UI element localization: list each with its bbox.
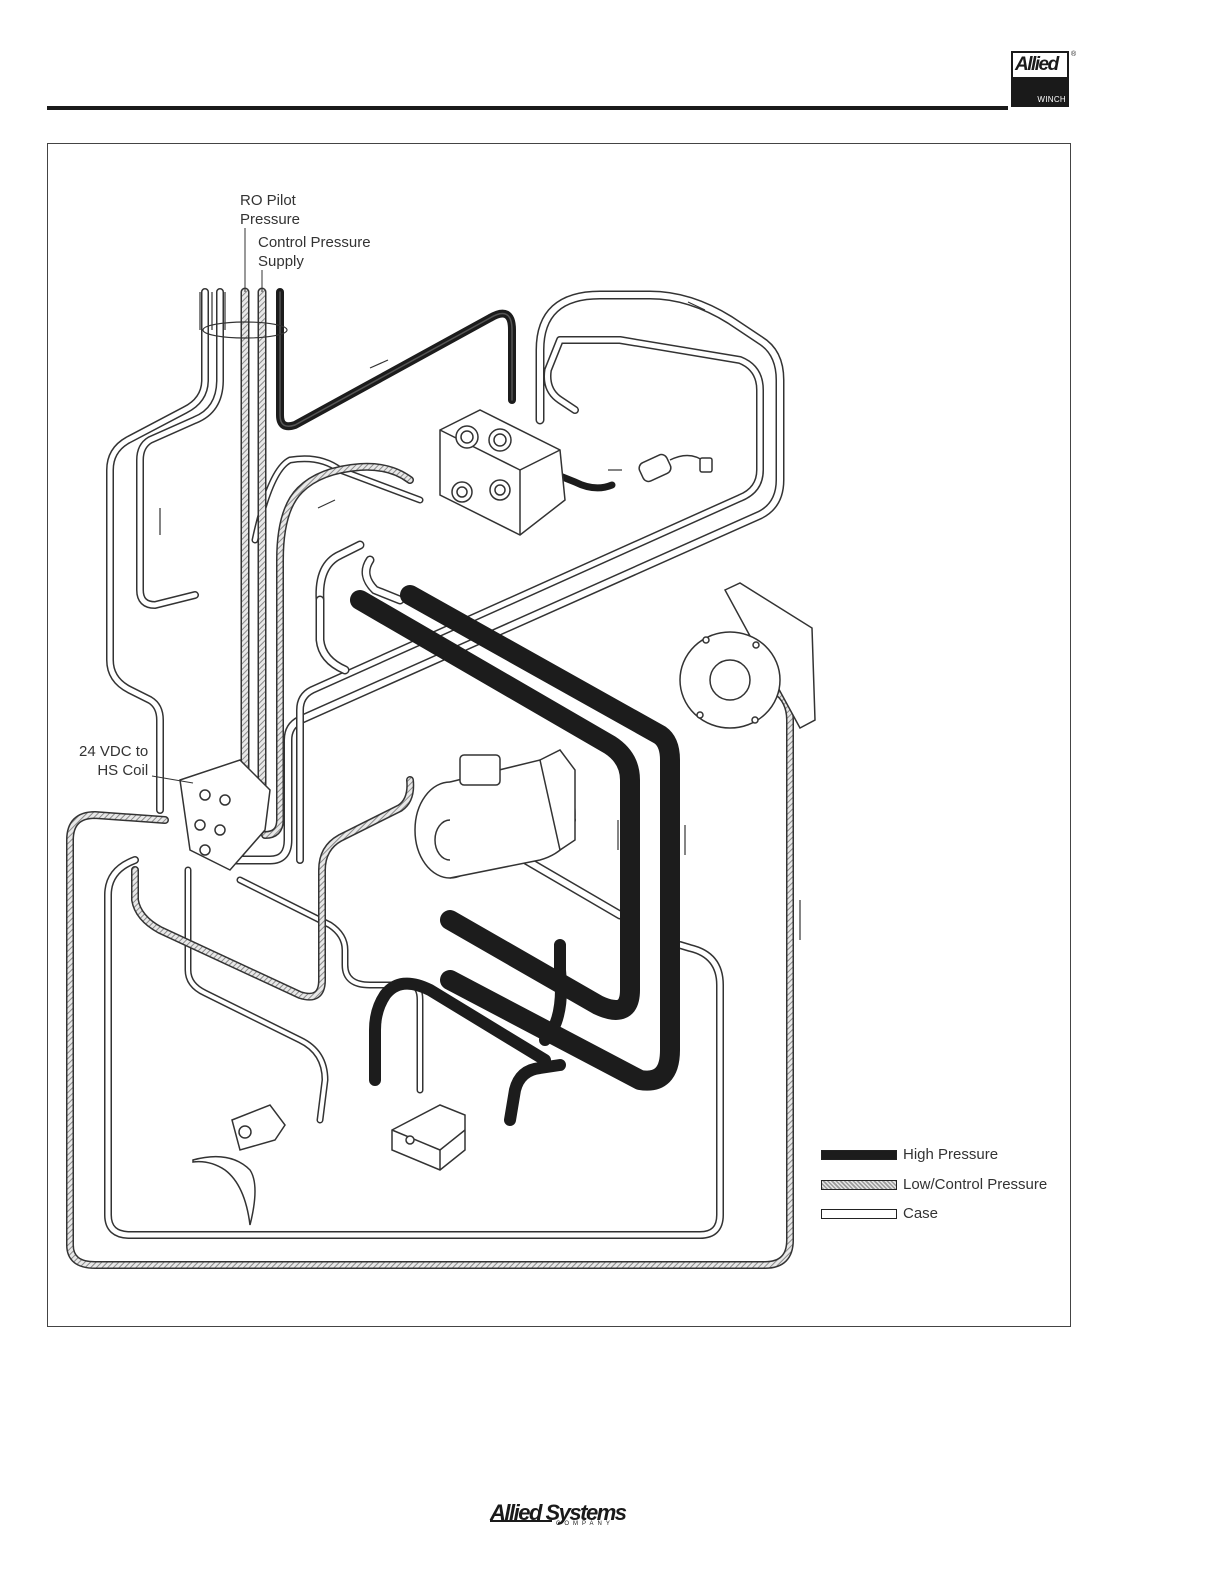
pressure-sensor <box>637 453 712 484</box>
low-pressure-swatch <box>821 1180 897 1190</box>
legend-label: Case <box>903 1205 938 1222</box>
footer-logo: Allied Systems COMPANY <box>490 1500 630 1530</box>
drum-flange <box>680 583 815 728</box>
upper-valve-block <box>440 410 565 535</box>
bottom-valve-block <box>392 1105 465 1170</box>
hydraulic-motor <box>415 750 575 878</box>
foot-pedal <box>193 1105 285 1225</box>
legend-label: High Pressure <box>903 1146 998 1163</box>
legend-label: Low/Control Pressure <box>903 1176 1047 1193</box>
hs-coil-label: 24 VDC to HS Coil <box>79 742 148 780</box>
ro-pilot-label: RO Pilot Pressure <box>240 191 300 229</box>
footer-sub-text: COMPANY <box>556 1521 614 1527</box>
high-pressure-swatch <box>821 1150 897 1160</box>
control-pressure-label: Control Pressure Supply <box>258 233 371 271</box>
hs-coil-manifold <box>180 760 270 870</box>
case-swatch <box>821 1209 897 1219</box>
